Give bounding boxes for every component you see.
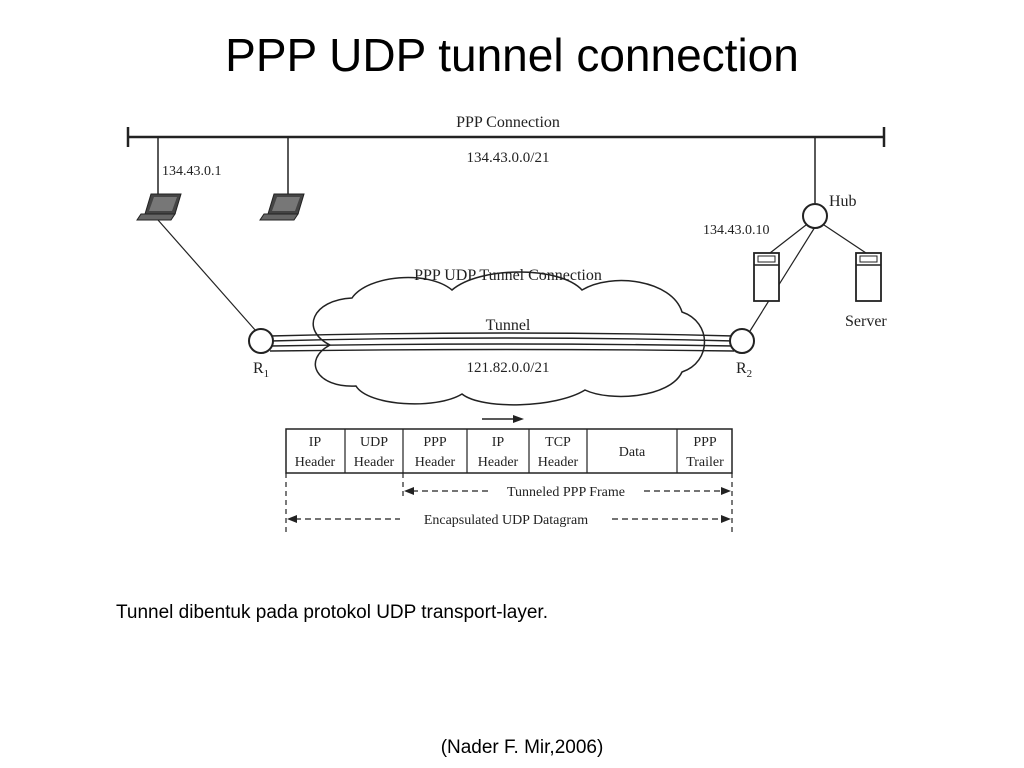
ppp-subnet-label: 134.43.0.0/21 [467, 150, 550, 166]
server-icon [855, 252, 882, 302]
router-r2-label: R2 [736, 360, 752, 380]
laptop-router-link [157, 219, 257, 332]
router-r1-label: R1 [253, 360, 269, 380]
slide-citation: (Nader F. Mir,2006) [440, 737, 604, 758]
server-label: Server [845, 313, 887, 330]
router-r1 [248, 328, 274, 354]
tunnel-pipe [269, 332, 735, 352]
laptop-icon [136, 193, 182, 221]
router-r2 [729, 328, 755, 354]
tunnel-subnet-label: 121.82.0.0/21 [467, 360, 550, 376]
encapsulated-datagram-label: Encapsulated UDP Datagram [424, 513, 588, 528]
server-icon [753, 252, 780, 302]
router-hub-link [749, 226, 816, 332]
tunnel-connection-label: PPP UDP Tunnel Connection [414, 267, 602, 284]
slide-caption: Tunnel dibentuk pada protokol UDP transp… [116, 602, 548, 623]
laptop-icon [259, 193, 305, 221]
hub-icon [802, 203, 828, 229]
encapsulated-datagram-span [287, 515, 731, 523]
host-ip-label: 134.43.0.1 [162, 164, 222, 179]
tunneled-frame-label: Tunneled PPP Frame [507, 485, 625, 500]
hub-server1-link [769, 224, 807, 254]
packet-field-data: Data [619, 445, 646, 460]
ppp-connection-bus [126, 127, 886, 147]
hub-ip-label: 134.43.0.10 [703, 223, 770, 238]
ppp-connection-label: PPP Connection [456, 114, 560, 131]
hub-server2-link [823, 224, 867, 254]
tunneled-frame-span [404, 487, 731, 495]
tunnel-label: Tunnel [486, 317, 531, 334]
hub-label: Hub [829, 193, 857, 210]
slide-title: PPP UDP tunnel connection [225, 29, 799, 81]
direction-arrow [482, 415, 524, 423]
packet-extent-guides [285, 473, 733, 532]
